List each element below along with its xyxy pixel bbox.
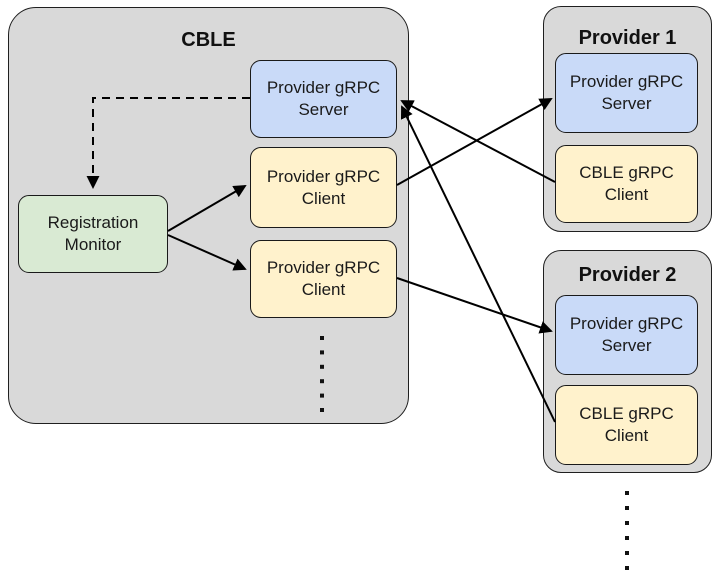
provider1-cble-grpc-client-node: CBLE gRPC Client [555,145,698,223]
edge-client1-to-provider1-server [396,98,553,186]
edge-provider2-client-to-cble-server [400,105,556,423]
cble-provider-grpc-server-node: Provider gRPC Server [250,60,397,138]
cble-provider-grpc-client-2-node: Provider gRPC Client [250,240,397,318]
provider2-cble-grpc-client-node: CBLE gRPC Client [555,385,698,465]
provider2-grpc-server-node: Provider gRPC Server [555,295,698,375]
edge-client2-to-provider2-server [396,277,553,334]
cble-title: CBLE [181,29,236,51]
providers-ellipsis-dots [625,491,629,570]
cble-provider-grpc-client-1-node: Provider gRPC Client [250,147,397,228]
provider1-grpc-server-node: Provider gRPC Server [555,53,698,133]
edge-provider1-client-to-cble-server [400,100,556,183]
registration-monitor-node: Registration Monitor [18,195,168,273]
provider1-title: Provider 1 [578,27,677,49]
provider2-title: Provider 2 [578,264,677,286]
